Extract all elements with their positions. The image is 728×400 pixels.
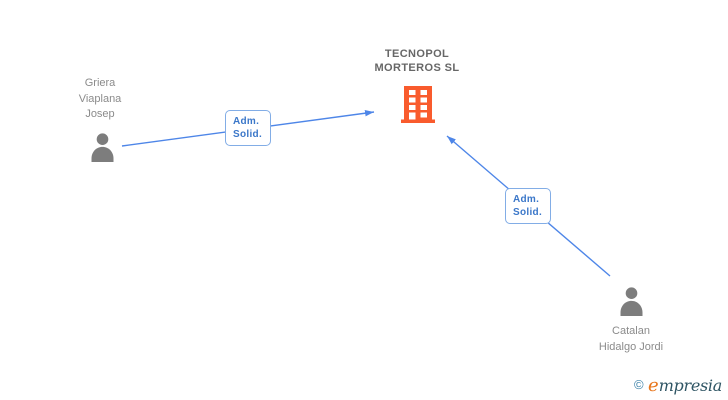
brand-rest: mpresia [658,376,723,395]
person-node-label-catalan[interactable]: Catalan Hidalgo Jordi [598,325,664,353]
company-node-label[interactable]: TECNOPOL MORTEROS SL [374,48,460,74]
person-icon-catalan[interactable] [618,287,645,316]
brand-wordmark: empresia [648,375,723,396]
person-node-label-griera[interactable]: Griera Viaplana Josep [78,77,122,120]
brand-initial: e [648,375,659,396]
empresia-logo[interactable]: © empresia [634,375,722,396]
person-icon-griera[interactable] [89,133,116,162]
edge-label-adm-solid-1: Adm. Solid. [225,110,271,146]
copyright-icon: © [633,377,644,392]
building-icon[interactable] [400,85,436,124]
edge-label-adm-solid-2: Adm. Solid. [505,188,551,224]
